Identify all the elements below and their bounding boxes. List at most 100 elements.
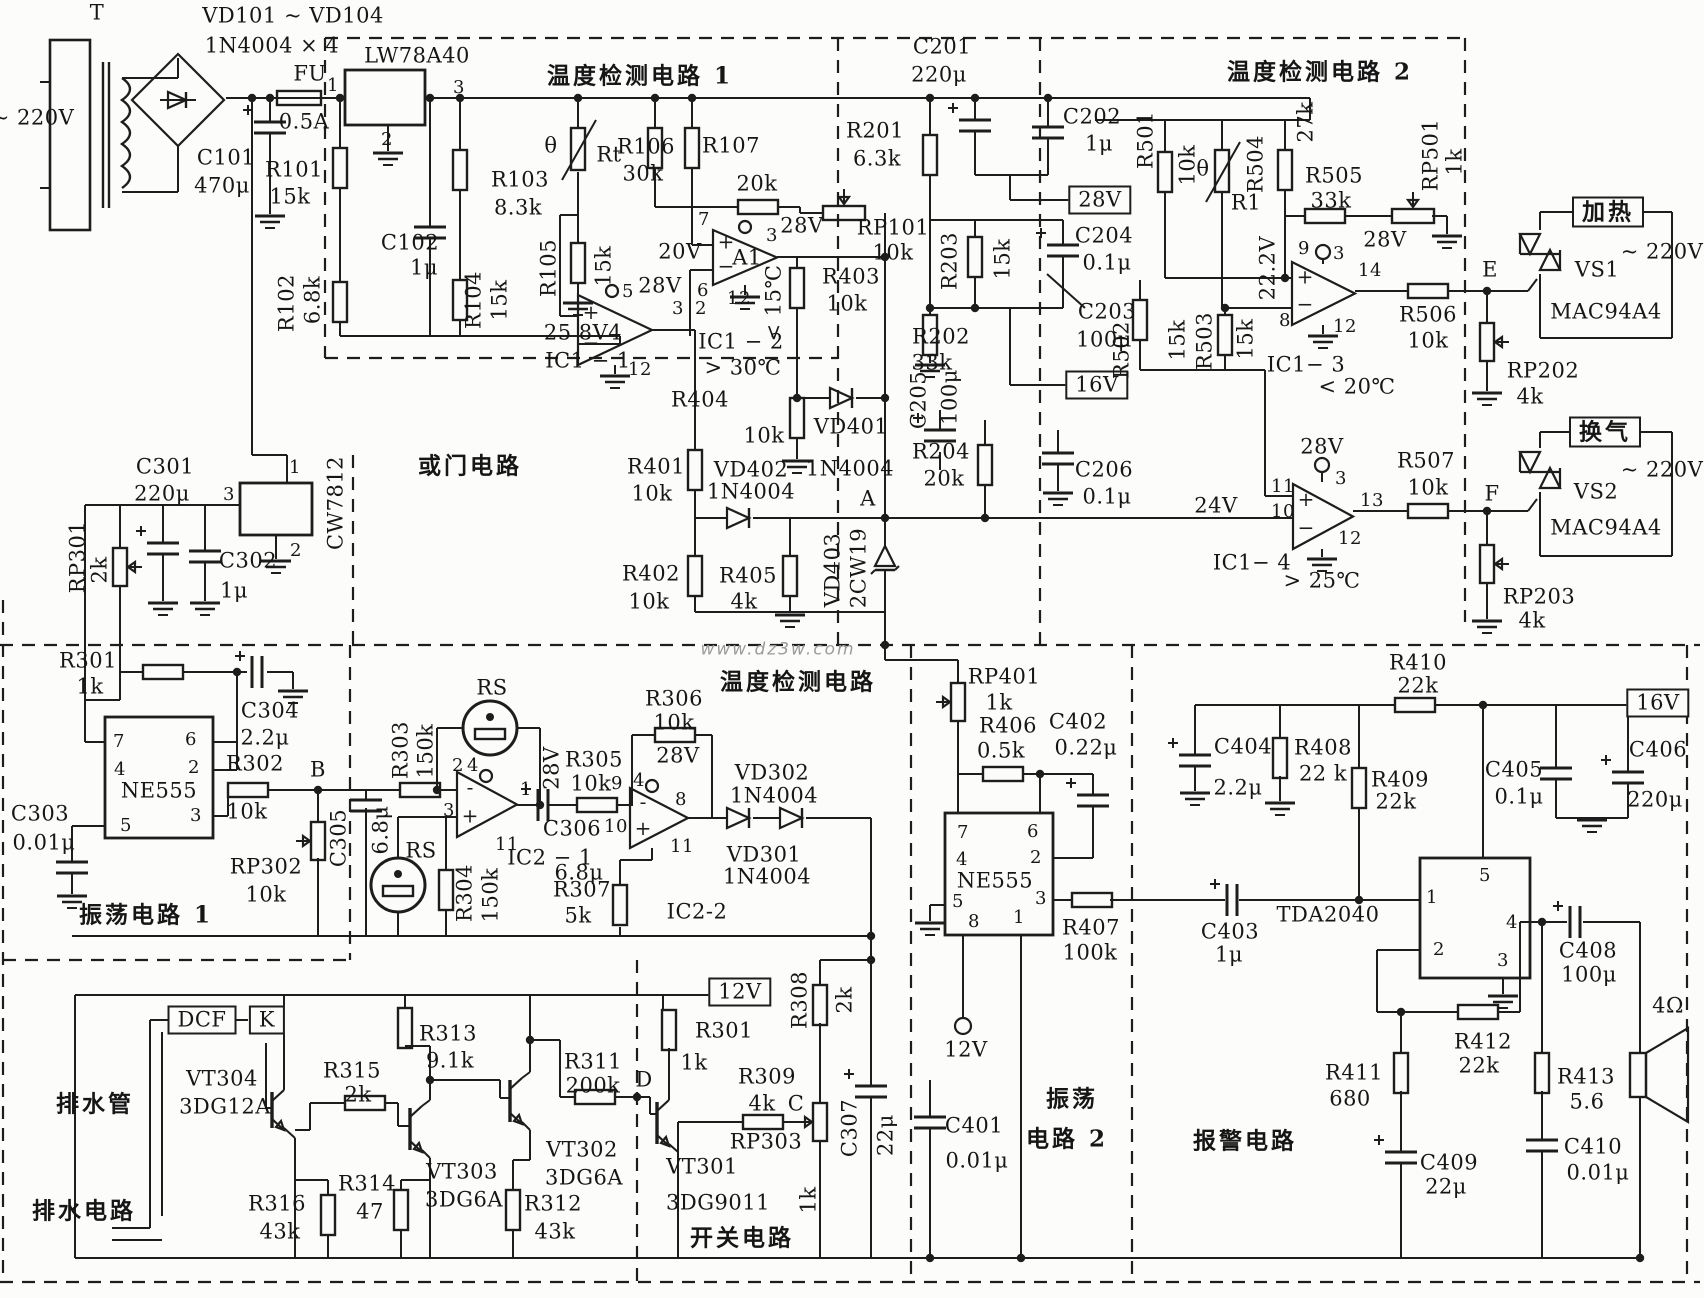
label-c402: C402 — [1048, 709, 1108, 734]
label-15k: 15k — [591, 245, 616, 287]
label-10k: 10k — [653, 710, 695, 735]
label-5: 5 — [622, 281, 634, 302]
label-8: 8 — [1279, 310, 1291, 331]
label-4: 4 — [114, 759, 126, 780]
svg-text:+: + — [1297, 264, 1314, 288]
label-4k: 4k — [1518, 608, 1546, 633]
label-t: T — [89, 0, 105, 25]
label-c205: C205 — [906, 370, 931, 430]
label-43k: 43k — [534, 1219, 576, 1244]
label-r504: R504 — [1243, 135, 1268, 193]
label-vd302: VD302 — [734, 760, 810, 785]
label-1k: 1k — [76, 674, 104, 699]
label-10k: 10k — [1175, 144, 1200, 186]
label-dcf: DCF — [167, 1005, 237, 1035]
label-28v: 28V — [1068, 185, 1132, 215]
label-c202: C202 — [1062, 104, 1122, 129]
label-28v: 28V — [1300, 434, 1344, 459]
label-12v: 12V — [708, 977, 772, 1007]
label-a: A — [860, 486, 876, 511]
label-22k: 22k — [1375, 789, 1417, 814]
label-r403: R403 — [822, 264, 880, 289]
label-3: 3 — [766, 225, 778, 246]
label-3: 3 — [190, 805, 202, 826]
label-0.5k: 0.5k — [976, 738, 1026, 763]
label-c301: C301 — [135, 454, 195, 479]
label-ne555: NE555 — [956, 868, 1034, 893]
label--15℃: < 15℃ — [761, 264, 786, 342]
label-4: 4 — [467, 755, 479, 776]
label-22.2v: 22.2V — [1255, 235, 1280, 301]
label-1: 1 — [1426, 887, 1438, 908]
label-2: 2 — [188, 757, 200, 778]
label-33k: 33k — [911, 350, 953, 375]
svg-text:−: − — [1298, 516, 1315, 540]
label-3: 3 — [1335, 468, 1347, 489]
label-12: 12 — [1333, 316, 1357, 337]
label-r408: R408 — [1294, 735, 1352, 760]
label-470μ: 470μ — [194, 173, 250, 198]
label-ic2-2: IC2-2 — [666, 899, 728, 924]
label-3dg6a: 3DG6A — [545, 1165, 623, 1190]
label-c201: C201 — [912, 34, 972, 59]
label-rp202: RP202 — [1506, 358, 1580, 383]
label-10: 10 — [1271, 501, 1295, 522]
label-4ω: 4Ω — [1652, 993, 1684, 1018]
label-47: 47 — [356, 1199, 384, 1224]
label-r315: R315 — [323, 1058, 381, 1083]
label-1n4004: 1N4004 — [722, 864, 812, 889]
label-3: 3 — [453, 77, 465, 98]
label-a1: A1 — [732, 245, 762, 270]
label-rs: RS — [405, 838, 437, 863]
label-r301: R301 — [59, 648, 117, 673]
label-θ: θ — [1196, 156, 1210, 181]
label-~-220v: ~ 220V — [0, 105, 75, 130]
label-12: 12 — [1338, 528, 1362, 549]
label-2k: 2k — [344, 1082, 372, 1107]
label-200k: 200k — [565, 1073, 621, 1098]
label-c410: C410 — [1563, 1134, 1623, 1159]
label-r501: R501 — [1133, 111, 1158, 169]
label-1k: 1k — [1442, 148, 1467, 176]
label-vd403: VD403 — [820, 532, 845, 608]
svg-text:+: + — [635, 816, 652, 840]
label-8.3k: 8.3k — [493, 195, 543, 220]
label-27k: 27k — [1293, 101, 1318, 143]
label-22k: 22k — [1458, 1053, 1500, 1078]
label-11: 11 — [1271, 476, 1295, 497]
label-1μ: 1μ — [1084, 131, 1114, 156]
label-8: 8 — [675, 789, 687, 810]
label-ic1-2: IC1 − 2 — [698, 329, 784, 354]
label-rp401: RP401 — [967, 664, 1041, 689]
label-1k: 1k — [796, 1186, 821, 1214]
label-r305: R305 — [565, 747, 623, 772]
label-r102: R102 — [274, 274, 299, 332]
label-2: 2 — [1433, 939, 1445, 960]
label-r503: R503 — [1192, 312, 1217, 370]
label-9: 9 — [1298, 238, 1310, 259]
label-c203: C203 — [1077, 299, 1137, 324]
label-r307: R307 — [553, 877, 611, 902]
label-100k: 100k — [1062, 940, 1118, 965]
label-rp303: RP303 — [729, 1129, 803, 1154]
label-rt: Rt — [596, 142, 622, 167]
label-r107: R107 — [702, 133, 760, 158]
label-~-220v: ~ 220V — [1620, 239, 1704, 264]
label-c305: C305 — [326, 808, 351, 868]
label-2: 2 — [1030, 847, 1042, 868]
label-24v: 24V — [1194, 493, 1238, 518]
label-报警电路: 报警电路 — [1193, 1127, 1297, 1155]
label-r409: R409 — [1371, 767, 1429, 792]
label-6: 6 — [1027, 821, 1039, 842]
label-r312: R312 — [524, 1191, 582, 1216]
label-r401: R401 — [627, 454, 685, 479]
label-c204: C204 — [1074, 223, 1134, 248]
label-c304: C304 — [240, 698, 300, 723]
label-r308: R308 — [787, 971, 812, 1029]
label-3dg9011: 3DG9011 — [666, 1190, 770, 1215]
svg-text:+: + — [583, 300, 600, 324]
label-6.3k: 6.3k — [852, 146, 902, 171]
label-2k: 2k — [832, 986, 857, 1014]
label-θ: θ — [544, 133, 558, 158]
label-10k: 10k — [245, 882, 287, 907]
